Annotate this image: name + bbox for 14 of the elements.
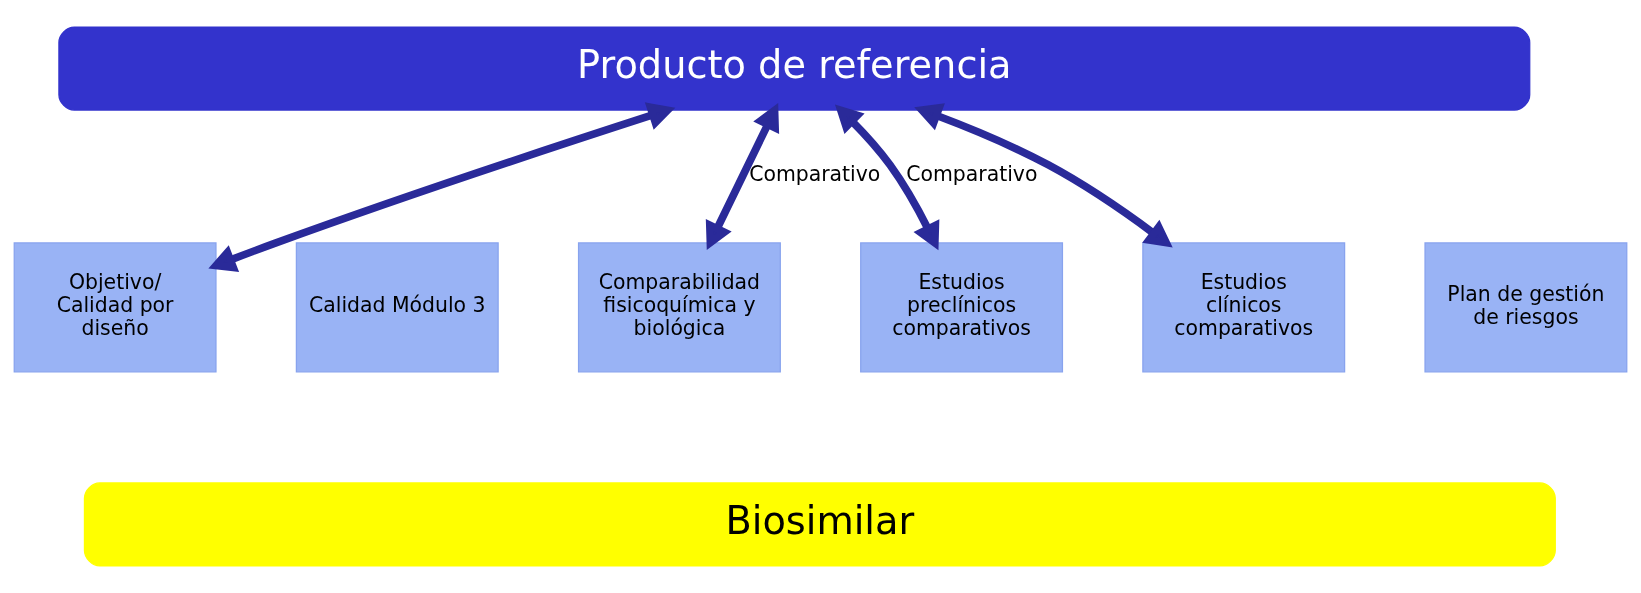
- node-box: Comparabilidad fisicoquímica y biológica: [577, 242, 781, 373]
- node-box: Estudios clínicos comparativos: [1142, 242, 1346, 373]
- arrow: [208, 102, 676, 272]
- arrow: [914, 103, 1173, 248]
- node-box: Producto de referencia: [58, 26, 1531, 111]
- edge-label: Comparativo: [906, 162, 1038, 187]
- arrow: [834, 104, 940, 251]
- edge-label: Comparativo: [749, 162, 881, 187]
- node-box: Biosimilar: [83, 482, 1556, 567]
- node-box: Plan de gestión de riesgos: [1424, 242, 1628, 373]
- node-box: Estudios preclínicos comparativos: [860, 242, 1064, 373]
- node-box: Calidad Módulo 3: [295, 242, 499, 373]
- arrow: [705, 103, 780, 250]
- node-box: Objetivo/ Calidad por diseño: [13, 242, 217, 373]
